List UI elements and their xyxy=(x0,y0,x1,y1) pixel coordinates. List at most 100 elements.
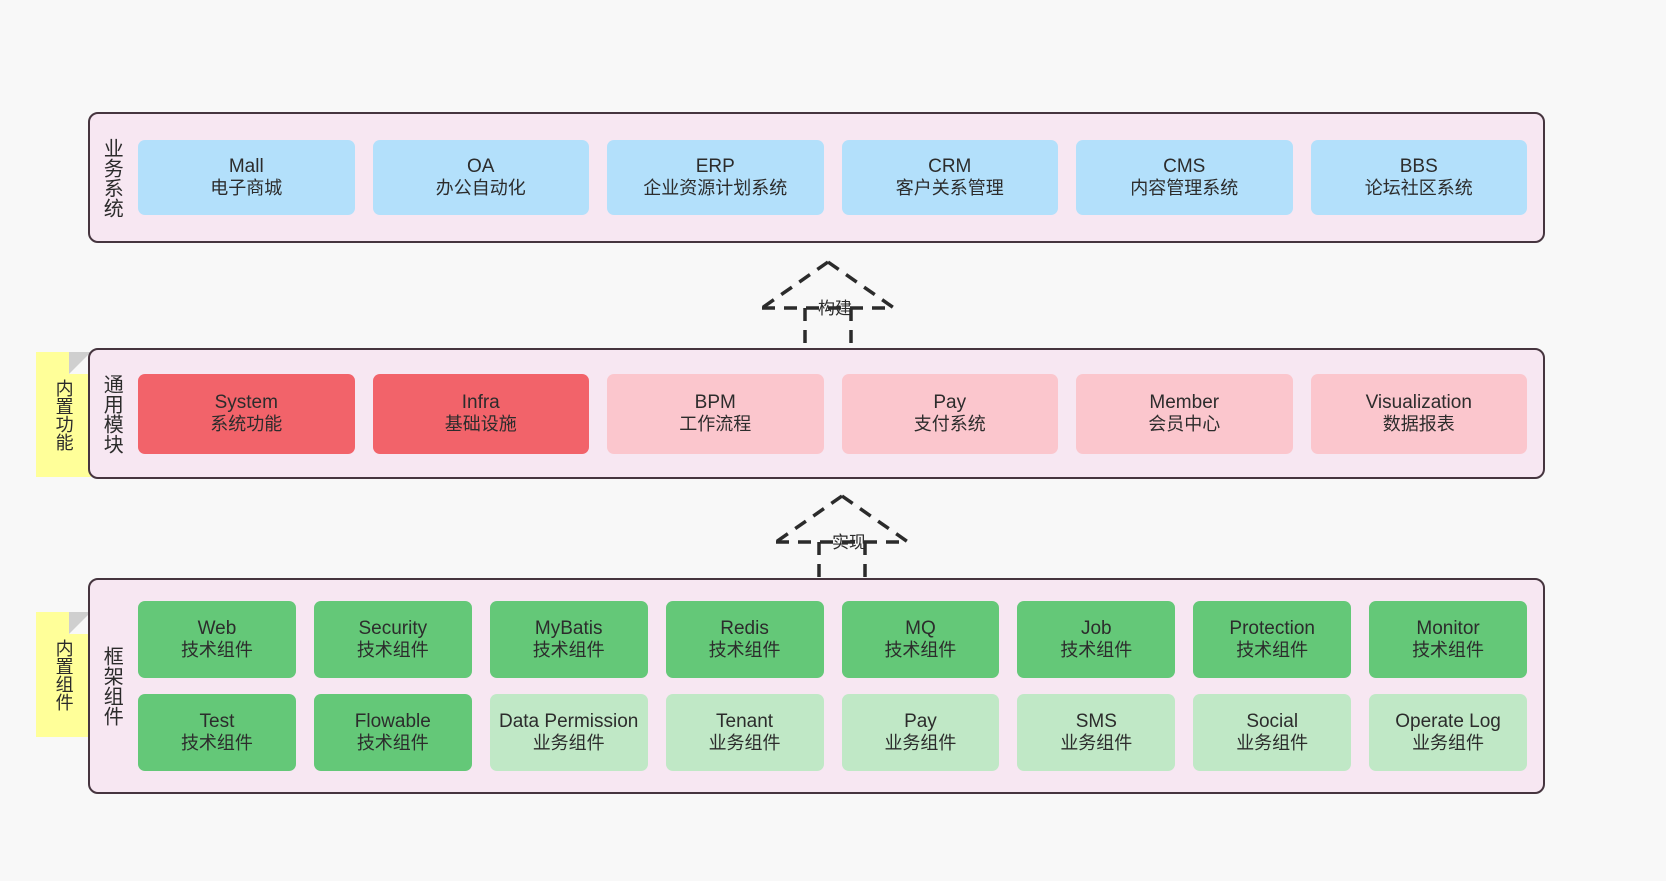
node-cms-cn: 内容管理系统 xyxy=(1130,178,1239,199)
node-job[interactable]: Job 技术组件 xyxy=(1017,601,1176,678)
node-member-cn: 会员中心 xyxy=(1148,414,1221,435)
node-mq[interactable]: MQ 技术组件 xyxy=(841,601,1000,678)
node-monitor[interactable]: Monitor 技术组件 xyxy=(1369,601,1527,678)
node-infra-en: Infra xyxy=(461,391,500,413)
node-cms-en: CMS xyxy=(1163,155,1206,177)
node-visualization[interactable]: Visualization 数据报表 xyxy=(1310,373,1527,454)
node-mybatis[interactable]: MyBatis 技术组件 xyxy=(489,601,648,678)
node-mq-en: MQ xyxy=(905,617,936,639)
layer-common-modules: 通用模块 System 系统功能 Infra 基础设施 BPM 工作流程 Pay… xyxy=(88,348,1545,479)
node-bpm-cn: 工作流程 xyxy=(679,414,752,435)
node-crm-cn: 客户关系管理 xyxy=(895,178,1004,199)
node-pay-component[interactable]: Pay 业务组件 xyxy=(841,694,1000,771)
node-bbs-en: BBS xyxy=(1399,155,1438,177)
node-mall-cn: 电子商城 xyxy=(210,178,283,199)
node-monitor-cn: 技术组件 xyxy=(1412,640,1485,661)
node-pay-module-cn: 支付系统 xyxy=(913,414,986,435)
node-data-permission[interactable]: Data Permission 业务组件 xyxy=(489,694,648,771)
framework-biz-row: Test 技术组件 Flowable 技术组件 Data Permission … xyxy=(138,694,1527,771)
node-job-en: Job xyxy=(1080,617,1112,639)
layer-framework-body: Web 技术组件 Security 技术组件 MyBatis 技术组件 Redi… xyxy=(132,580,1543,792)
node-bpm-en: BPM xyxy=(694,391,736,413)
node-mybatis-en: MyBatis xyxy=(534,617,603,639)
node-web[interactable]: Web 技术组件 xyxy=(138,601,296,678)
layer-business-body: Mall 电子商城 OA 办公自动化 ERP 企业资源计划系统 CRM 客户关系… xyxy=(132,114,1543,241)
note-builtin-components: 内置组件 xyxy=(36,612,91,737)
note-builtin-components-label: 内置组件 xyxy=(53,638,74,711)
node-social[interactable]: Social 业务组件 xyxy=(1193,694,1352,771)
node-visualization-cn: 数据报表 xyxy=(1382,414,1455,435)
note-builtin-functions-label: 内置功能 xyxy=(53,378,74,451)
node-web-en: Web xyxy=(197,617,237,639)
node-flowable-cn: 技术组件 xyxy=(356,733,429,754)
node-data-permission-en: Data Permission xyxy=(498,710,639,732)
node-system[interactable]: System 系统功能 xyxy=(138,373,355,454)
node-tenant-cn: 业务组件 xyxy=(708,733,781,754)
business-node-row: Mall 电子商城 OA 办公自动化 ERP 企业资源计划系统 CRM 客户关系… xyxy=(138,140,1527,215)
node-oa-cn: 办公自动化 xyxy=(435,178,526,199)
node-erp[interactable]: ERP 企业资源计划系统 xyxy=(607,140,824,215)
node-erp-cn: 企业资源计划系统 xyxy=(643,178,788,199)
node-sms-cn: 业务组件 xyxy=(1060,733,1133,754)
node-member-en: Member xyxy=(1149,391,1220,413)
node-security-cn: 技术组件 xyxy=(356,640,429,661)
modules-node-row: System 系统功能 Infra 基础设施 BPM 工作流程 Pay 支付系统… xyxy=(138,373,1527,454)
node-redis[interactable]: Redis 技术组件 xyxy=(665,601,824,678)
node-social-en: Social xyxy=(1246,710,1299,732)
arrow-build-label: 构建 xyxy=(818,299,852,318)
node-operate-log[interactable]: Operate Log 业务组件 xyxy=(1369,694,1527,771)
framework-tech-row: Web 技术组件 Security 技术组件 MyBatis 技术组件 Redi… xyxy=(138,601,1527,678)
node-infra[interactable]: Infra 基础设施 xyxy=(372,373,589,454)
arrow-implement-label: 实现 xyxy=(832,533,866,552)
node-mall-en: Mall xyxy=(228,155,264,177)
node-social-cn: 业务组件 xyxy=(1236,733,1309,754)
arrow-implement: 实现 xyxy=(772,492,912,578)
node-test-en: Test xyxy=(199,710,235,732)
node-member[interactable]: Member 会员中心 xyxy=(1076,373,1293,454)
node-tenant[interactable]: Tenant 业务组件 xyxy=(665,694,824,771)
node-pay-module[interactable]: Pay 支付系统 xyxy=(841,373,1058,454)
node-protection-cn: 技术组件 xyxy=(1236,640,1309,661)
node-pay-component-en: Pay xyxy=(904,710,937,732)
node-test-cn: 技术组件 xyxy=(180,733,253,754)
layer-business-systems: 业务系统 Mall 电子商城 OA 办公自动化 ERP 企业资源计划系统 CRM… xyxy=(88,112,1545,243)
node-bpm[interactable]: BPM 工作流程 xyxy=(607,373,824,454)
node-tenant-en: Tenant xyxy=(716,710,774,732)
node-monitor-en: Monitor xyxy=(1416,617,1480,639)
node-data-permission-cn: 业务组件 xyxy=(532,733,605,754)
node-mybatis-cn: 技术组件 xyxy=(532,640,605,661)
node-test[interactable]: Test 技术组件 xyxy=(138,694,296,771)
arrow-build: 构建 xyxy=(758,258,898,344)
node-infra-cn: 基础设施 xyxy=(444,414,517,435)
node-sms-en: SMS xyxy=(1075,710,1117,732)
node-crm-en: CRM xyxy=(928,155,972,177)
node-redis-cn: 技术组件 xyxy=(708,640,781,661)
node-oa-en: OA xyxy=(467,155,495,177)
node-mq-cn: 技术组件 xyxy=(884,640,957,661)
node-pay-module-en: Pay xyxy=(933,391,967,413)
node-sms[interactable]: SMS 业务组件 xyxy=(1017,694,1176,771)
node-flowable-en: Flowable xyxy=(354,710,431,732)
node-crm[interactable]: CRM 客户关系管理 xyxy=(841,140,1058,215)
node-bbs[interactable]: BBS 论坛社区系统 xyxy=(1310,140,1527,215)
layer-modules-body: System 系统功能 Infra 基础设施 BPM 工作流程 Pay 支付系统… xyxy=(132,350,1543,477)
node-redis-en: Redis xyxy=(720,617,769,639)
node-bbs-cn: 论坛社区系统 xyxy=(1364,178,1473,199)
node-oa[interactable]: OA 办公自动化 xyxy=(372,140,589,215)
node-security[interactable]: Security 技术组件 xyxy=(313,601,472,678)
node-web-cn: 技术组件 xyxy=(180,640,253,661)
node-system-en: System xyxy=(214,391,278,413)
node-protection[interactable]: Protection 技术组件 xyxy=(1193,601,1352,678)
node-cms[interactable]: CMS 内容管理系统 xyxy=(1076,140,1293,215)
node-system-cn: 系统功能 xyxy=(210,414,283,435)
node-operate-log-en: Operate Log xyxy=(1395,710,1501,732)
node-flowable[interactable]: Flowable 技术组件 xyxy=(313,694,472,771)
layer-modules-title: 通用模块 xyxy=(100,373,123,454)
node-mall[interactable]: Mall 电子商城 xyxy=(138,140,355,215)
note-builtin-functions: 内置功能 xyxy=(36,352,91,477)
layer-framework-components: 框架组件 Web 技术组件 Security 技术组件 MyBatis 技术组件… xyxy=(88,578,1545,794)
node-security-en: Security xyxy=(358,617,428,639)
node-visualization-en: Visualization xyxy=(1365,391,1472,413)
layer-framework-title: 框架组件 xyxy=(100,646,123,726)
